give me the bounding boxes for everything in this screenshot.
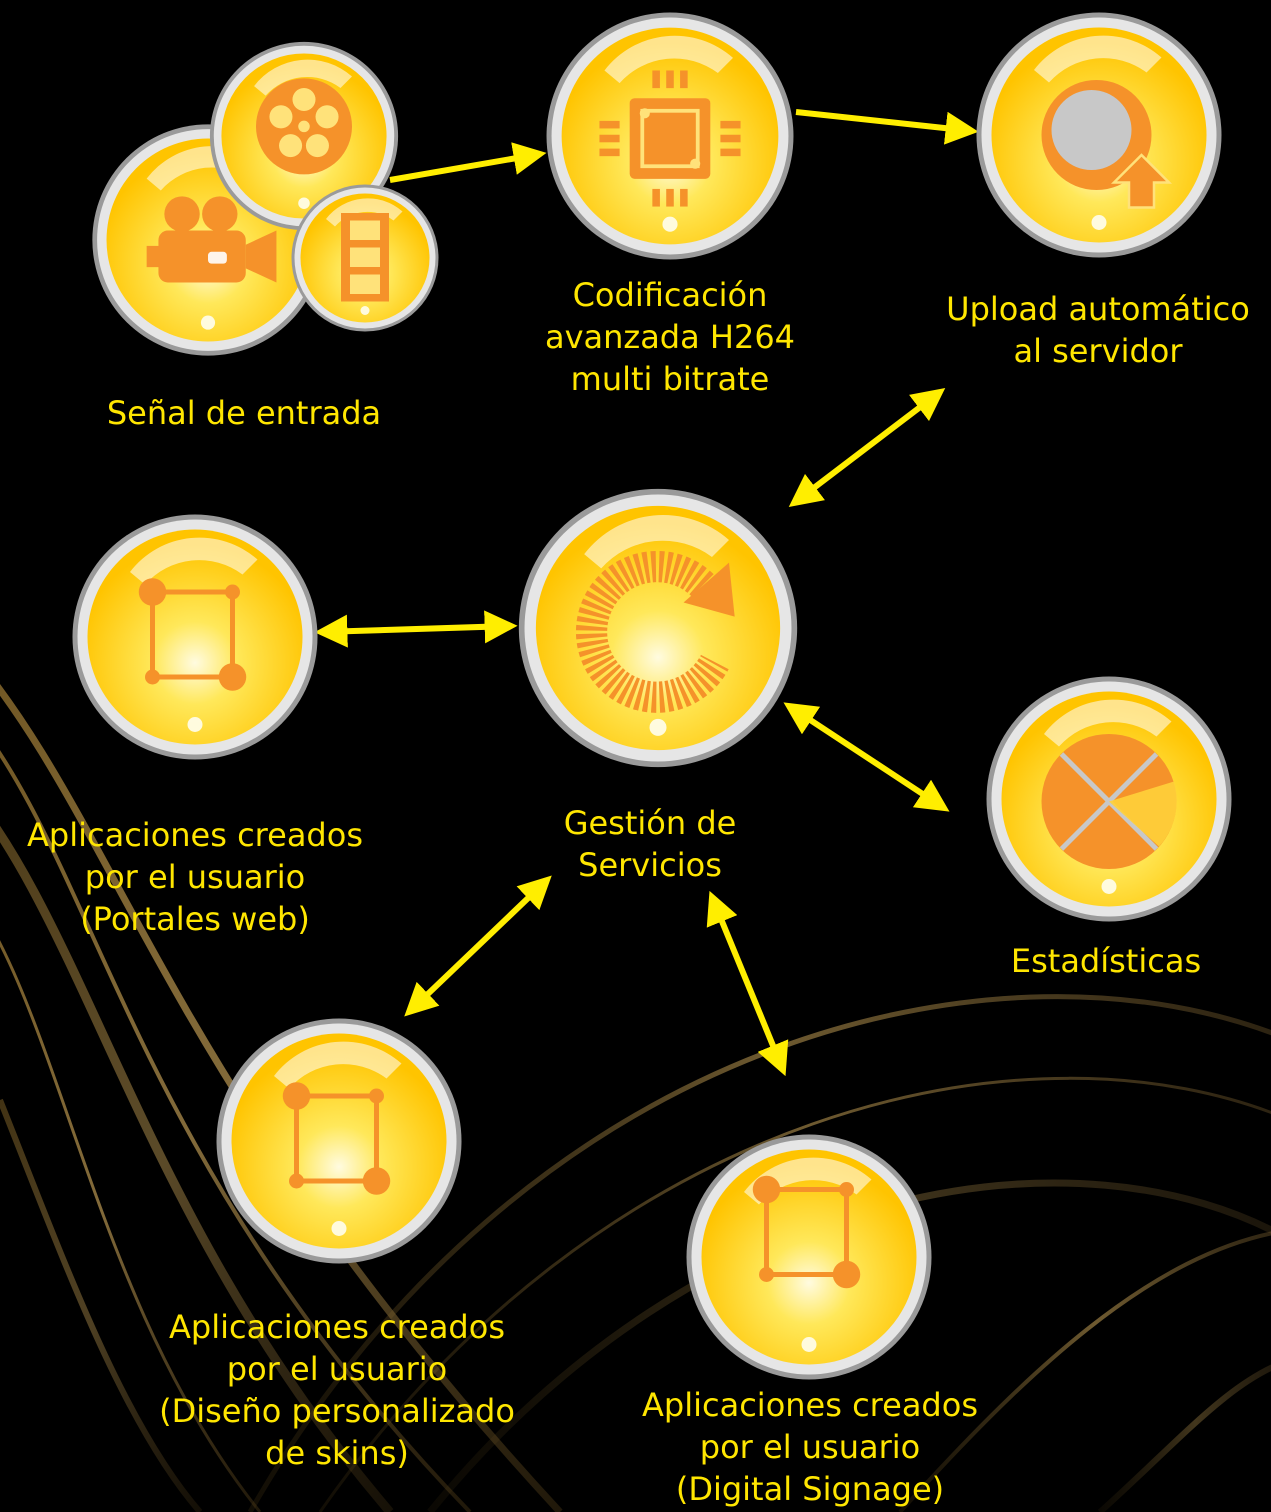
label-signage: Aplicaciones creados por el usuario (Dig… [642, 1386, 978, 1508]
film-strip-icon [341, 213, 389, 302]
node-input-reel [208, 40, 400, 232]
node-skins [214, 1016, 464, 1266]
arrow-upload-services [788, 388, 946, 507]
refresh-icon [575, 550, 735, 713]
label-services: Gestión de Servicios [563, 804, 737, 884]
label-input: Señal de entrada [106, 394, 382, 432]
node-services [516, 486, 800, 770]
arrow-services-signage [706, 890, 789, 1077]
label-statistics: Estadísticas [1010, 942, 1202, 980]
chip-icon [599, 70, 741, 207]
label-skins: Aplicaciones creados por el usuario (Dis… [159, 1308, 515, 1472]
upload-icon [1041, 80, 1173, 209]
video-camera-icon [146, 196, 277, 283]
pie-chart-icon [1041, 734, 1177, 869]
app-square-icon [138, 578, 247, 691]
node-upload [974, 10, 1224, 260]
app-square-icon [282, 1082, 391, 1195]
node-encoding [544, 10, 796, 262]
node-input-filmstrip [290, 183, 440, 333]
arrow-encoding-to-upload [795, 109, 979, 145]
node-signage [684, 1132, 934, 1382]
arrow-services-statistics [783, 702, 950, 812]
node-statistics [984, 674, 1234, 924]
arrow-portals-services [314, 610, 518, 648]
node-web-portals [70, 512, 320, 762]
film-reel-icon [256, 78, 352, 175]
arrow-input-to-encoding [389, 142, 547, 183]
label-encoding: Codificación avanzada H264 multi bitrate [544, 276, 796, 398]
app-square-icon [752, 1175, 861, 1289]
label-upload: Upload automático al servidor [946, 290, 1250, 370]
label-web-portals: Aplicaciones creados por el usuario (Por… [27, 816, 363, 938]
arrow-services-skins [404, 875, 552, 1017]
